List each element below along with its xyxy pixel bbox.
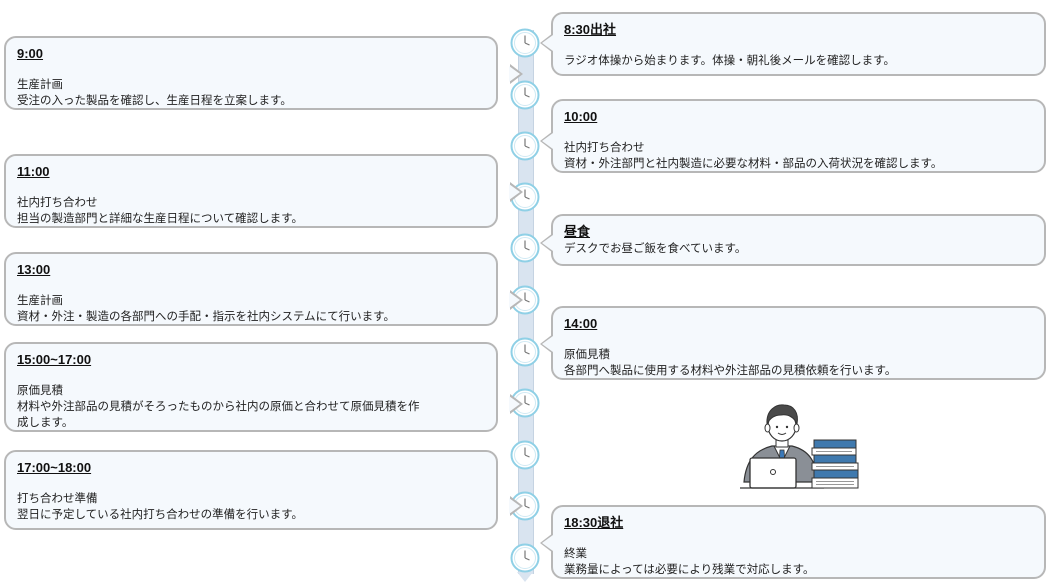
event-title: 社内打ち合わせ (564, 140, 645, 154)
event-description: 各部門へ製品に使用する材料や外注部品の見積依頼を行います。 (564, 363, 897, 377)
event-description: ラジオ体操から始まります。体操・朝礼後メールを確認します。 (564, 53, 895, 67)
event-card-1500-1700: 15:00~17:00 原価見積 材料や外注部品の見積がそろったものから社内の原… (4, 342, 523, 432)
clock-icon (510, 337, 540, 367)
event-time: 17:00~18:00 (17, 460, 92, 475)
event-title: 社内打ち合わせ (17, 195, 98, 209)
clock-icon (510, 131, 540, 161)
clock-icon (510, 440, 540, 470)
office-worker-illustration (740, 404, 859, 489)
event-description: 資材・外注部門と社内製造に必要な材料・部品の入荷状況を確認します。 (564, 156, 943, 170)
event-description: 業務量によっては必要により残業で対応します。 (564, 562, 815, 576)
event-time: 昼食 (564, 224, 591, 239)
event-card-lunch: 昼食 デスクでお昼ご飯を食べています。 (540, 214, 1046, 266)
clock-icon (510, 233, 540, 263)
event-time: 11:00 (17, 164, 50, 179)
event-description: 受注の入った製品を確認し、生産日程を立案します。 (17, 93, 292, 107)
event-card-1000: 10:00 社内打ち合わせ 資材・外注部門と社内製造に必要な材料・部品の入荷状況… (540, 99, 1046, 173)
event-time: 13:00 (17, 262, 51, 277)
event-title: 打ち合わせ準備 (17, 491, 98, 505)
event-description-continued: 成します。 (17, 415, 74, 429)
event-card-1100: 11:00 社内打ち合わせ 担当の製造部門と詳細な生産日程について確認します。 (4, 154, 523, 228)
event-title: 生産計画 (17, 293, 63, 307)
event-card-0830-arrival: 8:30出社 ラジオ体操から始まります。体操・朝礼後メールを確認します。 (540, 12, 1046, 76)
event-time: 15:00~17:00 (17, 352, 92, 367)
event-time: 9:00 (17, 46, 44, 61)
event-card-1830-leave: 18:30退社 終業 業務量によっては必要により残業で対応します。 (540, 505, 1046, 579)
event-time: 10:00 (564, 109, 598, 124)
event-time: 18:30退社 (564, 515, 624, 530)
event-time: 8:30出社 (564, 22, 617, 37)
event-title: 終業 (564, 546, 587, 560)
clock-icon (510, 80, 540, 110)
event-card-0900: 9:00 生産計画 受注の入った製品を確認し、生産日程を立案します。 (4, 36, 523, 110)
event-title: 生産計画 (17, 77, 63, 91)
clock-icon (510, 543, 540, 573)
timeline-arrow (517, 572, 533, 582)
event-description: 担当の製造部門と詳細な生産日程について確認します。 (17, 211, 304, 225)
event-time: 14:00 (564, 316, 598, 331)
event-card-1300: 13:00 生産計画 資材・外注・製造の各部門への手配・指示を社内システムにて行… (4, 252, 523, 326)
event-title: 原価見積 (564, 347, 610, 361)
event-title: 原価見積 (17, 383, 63, 397)
event-card-1700-1800: 17:00~18:00 打ち合わせ準備 翌日に予定している社内打ち合わせの準備を… (4, 450, 523, 530)
event-description: 材料や外注部品の見積がそろったものから社内の原価と合わせて原価見積を作 (17, 399, 420, 413)
event-description: 翌日に予定している社内打ち合わせの準備を行います。 (17, 507, 304, 521)
event-description: 資材・外注・製造の各部門への手配・指示を社内システムにて行います。 (17, 309, 396, 323)
event-description: デスクでお昼ご飯を食べています。 (564, 241, 747, 255)
event-card-1400: 14:00 原価見積 各部門へ製品に使用する材料や外注部品の見積依頼を行います。 (540, 306, 1046, 380)
clock-icon (510, 28, 540, 58)
